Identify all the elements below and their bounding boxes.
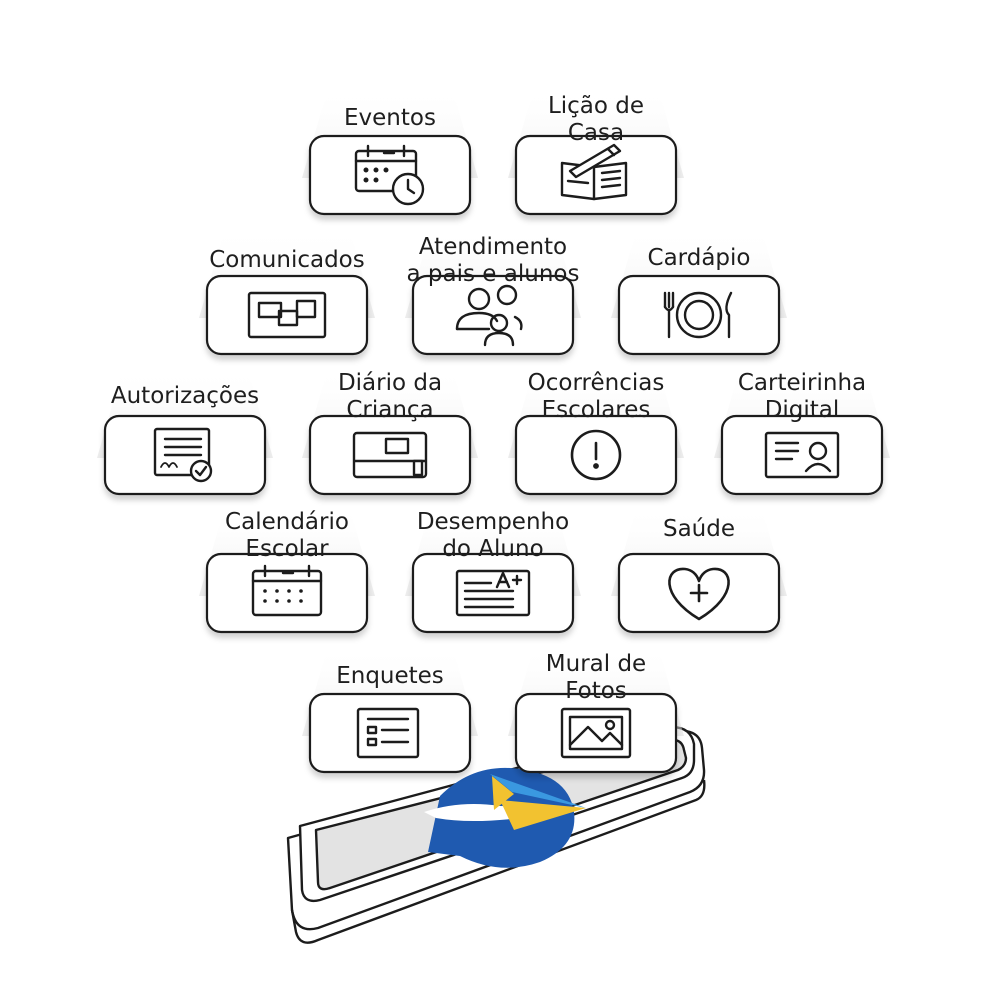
tile-surface — [308, 414, 472, 496]
feature-label-line: Enquetes — [336, 663, 444, 689]
feature-label-enquetes: Enquetes — [270, 663, 510, 690]
feature-label-line: Eventos — [344, 105, 436, 131]
feature-label-line: Autorizações — [110, 383, 260, 409]
feature-label-line: Mural de — [545, 651, 647, 677]
paper-plane-speech-bubble-icon — [424, 767, 586, 868]
tile-surface — [308, 692, 472, 774]
feature-label-line: Comunicados — [209, 247, 365, 273]
feature-tile-saude[interactable] — [611, 506, 787, 634]
feature-label-line: Ocorrências — [527, 370, 665, 396]
feature-label-comunicados: Comunicados — [167, 247, 407, 274]
feature-tile-autorizacoes[interactable] — [97, 368, 273, 496]
feature-label-line: Cardápio — [647, 245, 751, 271]
feature-label-line: Escolares — [541, 397, 651, 423]
feature-tile-desempenho[interactable] — [405, 506, 581, 634]
feature-tile-enquetes[interactable] — [302, 646, 478, 774]
feature-label-saude: Saúde — [579, 516, 819, 543]
feature-label-line: a pais e alunos — [406, 261, 580, 287]
feature-tile-ocorrencias[interactable] — [508, 368, 684, 496]
feature-label-line: Fotos — [565, 678, 627, 704]
feature-label-line: Criança — [346, 397, 434, 423]
tile-surface — [205, 274, 369, 356]
feature-tile-calendario[interactable] — [199, 506, 375, 634]
tile-surface — [411, 552, 575, 634]
feature-tile-mural[interactable] — [508, 646, 684, 774]
feature-label-line: Desempenho — [416, 509, 570, 535]
tile-surface — [514, 692, 678, 774]
tile-surface — [617, 274, 781, 356]
feature-label-eventos: Eventos — [270, 105, 510, 132]
feature-label-line: Diário da — [337, 370, 443, 396]
tile-surface — [514, 134, 678, 216]
feature-label-line: Escolar — [245, 536, 329, 562]
feature-label-line: Calendário — [225, 509, 349, 535]
feature-label-line: Digital — [764, 397, 840, 423]
feature-label-line: Casa — [567, 120, 625, 146]
tile-surface — [720, 414, 884, 496]
feature-label-autorizacoes: Autorizações — [65, 383, 305, 410]
feature-tile-cardapio[interactable] — [611, 228, 787, 356]
feature-tile-licao[interactable] — [508, 88, 684, 216]
feature-tile-carteirinha[interactable] — [714, 368, 890, 496]
tile-surface — [205, 552, 369, 634]
feature-label-cardapio: Cardápio — [579, 245, 819, 272]
feature-label-line: do Aluno — [442, 536, 544, 562]
feature-tile-atendimento[interactable] — [405, 228, 581, 356]
feature-tile-comunicados[interactable] — [199, 228, 375, 356]
tile-surface — [308, 134, 472, 216]
feature-label-line: Carteirinha — [737, 370, 867, 396]
feature-label-line: Lição de — [547, 93, 645, 119]
feature-label-line: Saúde — [662, 516, 736, 542]
feature-tile-eventos[interactable] — [302, 88, 478, 216]
feature-label-line: Atendimento — [418, 234, 568, 260]
feature-tile-diario[interactable] — [302, 368, 478, 496]
